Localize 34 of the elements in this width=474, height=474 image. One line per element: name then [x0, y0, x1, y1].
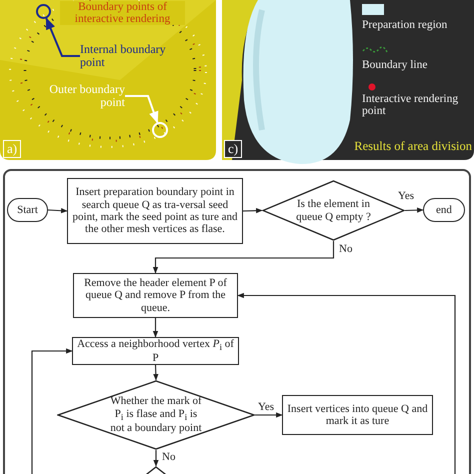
process-box: Insert vertices into queue Q and mark it as ture — [282, 395, 433, 435]
legend-label: Preparation region — [362, 20, 448, 32]
end-terminal: end — [423, 198, 465, 222]
arrow — [242, 208, 263, 214]
panel-label: Boundary points of interactive rendering — [60, 1, 185, 26]
arrow — [255, 412, 283, 418]
arrow — [48, 208, 68, 214]
legend-label: Boundary line — [362, 60, 428, 72]
marker-ring — [152, 122, 168, 138]
arrow — [153, 450, 159, 467]
arrow — [152, 241, 334, 274]
callout-label: Outer boundary point — [30, 82, 125, 110]
arrow — [237, 292, 456, 474]
arrow — [152, 318, 158, 338]
arrow — [404, 208, 424, 213]
process-box: Remove the header element P of queue Q and remove P from the queue. — [73, 273, 238, 318]
arrow — [153, 364, 158, 381]
marker-ring — [36, 4, 51, 19]
decision-diamond: Whether the mark of P$_{i}$ is flase and P$_{i}$ is not a boundary point — [57, 380, 255, 450]
edge-label: No — [338, 243, 354, 255]
edge-label: Yes — [257, 401, 276, 413]
legend-label: Interactive rendering point — [362, 94, 460, 117]
leader-line — [45, 17, 80, 57]
callout-label: Internal boundary point — [80, 42, 185, 70]
edge-label: No — [161, 451, 176, 463]
panel-caption: Results of area division — [353, 140, 472, 154]
start-terminal: Start — [7, 198, 48, 222]
panel-letter: a) — [3, 140, 22, 158]
process-box: Access a neighborhood vertex P$_{i}$ of P — [72, 337, 239, 365]
panel-letter: c) — [224, 140, 242, 158]
leader-line — [125, 95, 158, 124]
edge-label: Yes — [397, 190, 416, 202]
process-box: Insert preparation boundary point in search queue Q as tra-versal seed point, mark the seed point as ture and the other mesh vertices as flase. — [67, 178, 243, 244]
arrow — [31, 348, 73, 474]
